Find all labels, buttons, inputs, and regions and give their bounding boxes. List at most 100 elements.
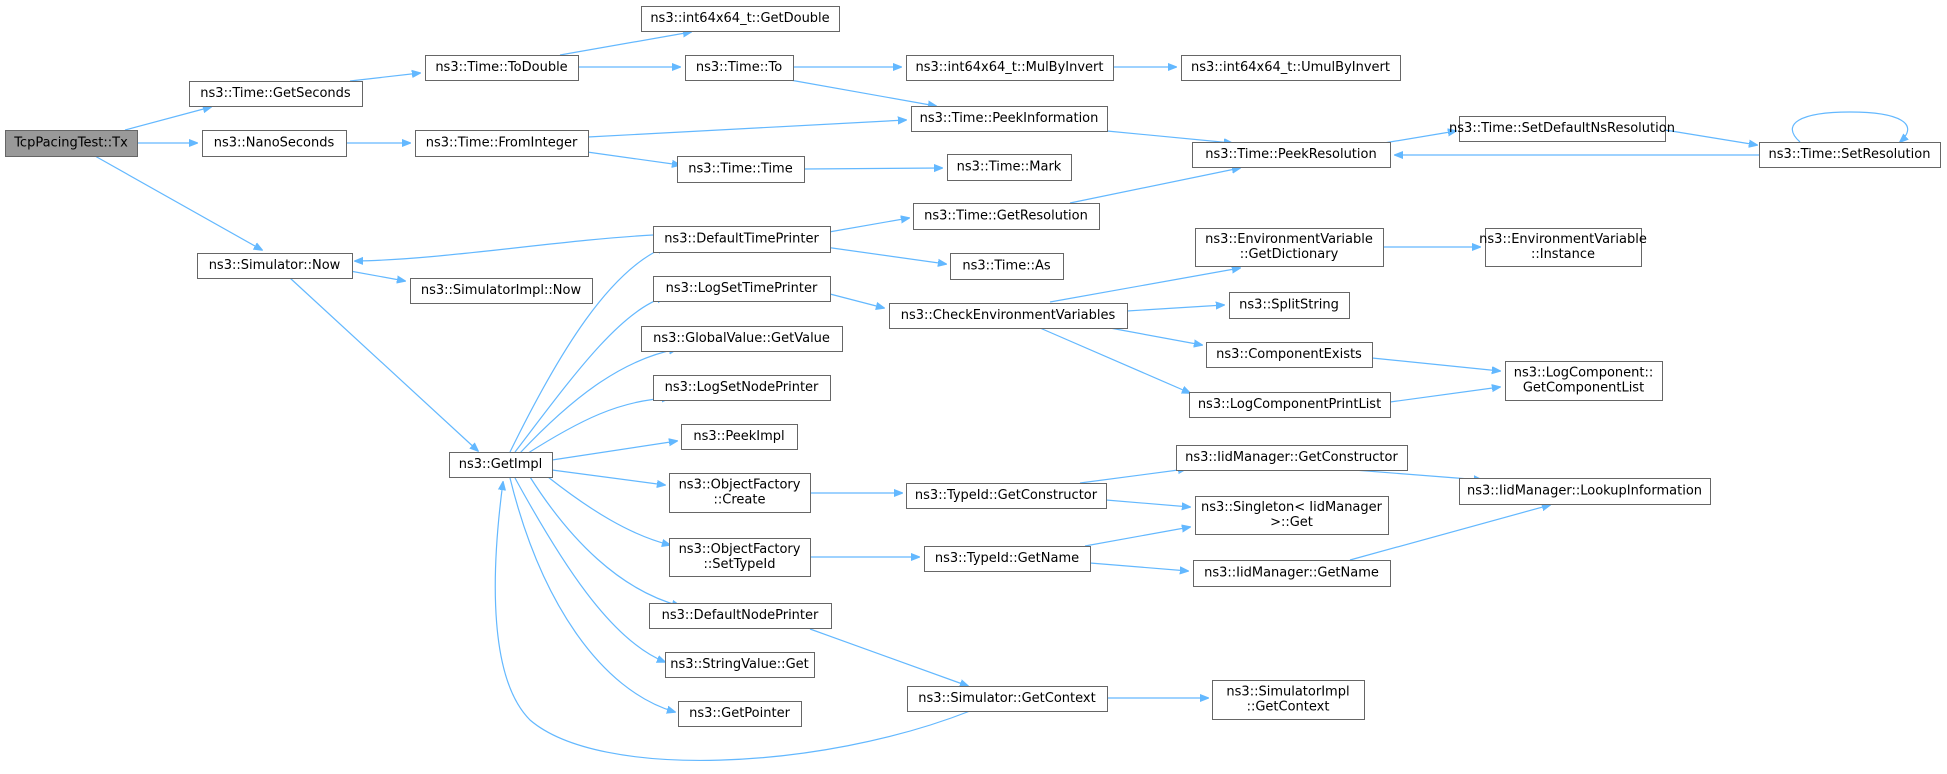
edge-n17-to-n29 xyxy=(519,349,677,454)
edge-n26-to-n28 xyxy=(1371,357,1500,371)
node-box xyxy=(649,603,832,629)
node-ns3-nanoseconds[interactable]: ns3::NanoSeconds xyxy=(202,130,347,157)
node-ns3-simulator-getcontext[interactable]: ns3::Simulator::GetContext xyxy=(907,686,1108,712)
node-ns3-environmentvariable-getdictionary[interactable]: ns3::EnvironmentVariable::GetDictionary xyxy=(1195,228,1384,267)
node-ns3-time-getresolution[interactable]: ns3::Time::GetResolution xyxy=(913,203,1100,230)
node-tcppacingtest-tx[interactable]: TcpPacingTest::Tx xyxy=(5,130,138,157)
node-box xyxy=(1229,292,1350,319)
node-box xyxy=(641,326,843,352)
node-label: ns3::Time::Mark xyxy=(957,160,1062,175)
node-ns3-int64x64-t-umulbyinvert[interactable]: ns3::int64x64_t::UmulByInvert xyxy=(1181,55,1401,81)
node-ns3-logsettimeprinter[interactable]: ns3::LogSetTimePrinter xyxy=(653,276,831,302)
node-box xyxy=(678,701,802,727)
node-ns3-simulatorimpl-now[interactable]: ns3::SimulatorImpl::Now xyxy=(410,278,593,304)
edge-n38-to-n39 xyxy=(1089,562,1188,571)
node-ns3-iidmanager-lookupinformation[interactable]: ns3::IidManager::LookupInformation xyxy=(1459,478,1711,505)
node-ns3-iidmanager-getname[interactable]: ns3::IidManager::GetName xyxy=(1193,560,1391,587)
nodes-layer: TcpPacingTest::Txns3::Time::GetSecondsns… xyxy=(5,6,1941,727)
node-box xyxy=(681,424,798,450)
node-box xyxy=(906,483,1107,509)
node-label: ns3::Time::PeekResolution xyxy=(1205,147,1376,162)
edge-n22-to-n23 xyxy=(1049,268,1240,303)
node-ns3-time-frominteger[interactable]: ns3::Time::FromInteger xyxy=(415,130,589,157)
node-ns3-time-mark[interactable]: ns3::Time::Mark xyxy=(947,154,1072,181)
node-label: ns3::EnvironmentVariable xyxy=(1479,232,1647,247)
node-ns3-componentexists[interactable]: ns3::ComponentExists xyxy=(1206,342,1373,368)
node-label: ns3::GetImpl xyxy=(459,457,543,472)
node-box xyxy=(913,203,1100,230)
node-ns3-int64x64-t-mulbyinvert[interactable]: ns3::int64x64_t::MulByInvert xyxy=(906,55,1114,81)
node-ns3-time-todouble[interactable]: ns3::Time::ToDouble xyxy=(425,55,579,81)
node-ns3-time-time[interactable]: ns3::Time::Time xyxy=(677,156,805,183)
edge-n0-to-n3 xyxy=(94,155,262,250)
node-ns3-simulator-now[interactable]: ns3::Simulator::Now xyxy=(197,253,353,279)
edge-n17-to-n41 xyxy=(514,477,665,662)
edge-n22-to-n25 xyxy=(1126,305,1224,312)
node-box xyxy=(665,652,815,678)
node-ns3-int64x64-t-getdouble[interactable]: ns3::int64x64_t::GetDouble xyxy=(641,6,840,32)
edge-n1-to-n4 xyxy=(349,73,420,82)
node-box xyxy=(1485,228,1642,267)
node-ns3-logcomponentprintlist[interactable]: ns3::LogComponentPrintList xyxy=(1189,392,1391,418)
node-label: ns3::Simulator::Now xyxy=(209,258,341,273)
node-box xyxy=(685,55,794,81)
node-label: ns3::IidManager::GetConstructor xyxy=(1185,450,1398,465)
node-box xyxy=(1192,142,1391,168)
node-ns3-objectfactory-create[interactable]: ns3::ObjectFactory::Create xyxy=(669,473,811,513)
node-label: ns3::StringValue::Get xyxy=(670,657,808,672)
node-ns3-environmentvariable-instance[interactable]: ns3::EnvironmentVariable::Instance xyxy=(1479,228,1647,267)
edges-layer xyxy=(94,32,1908,762)
node-ns3-logcomponent-getcomponentlist[interactable]: ns3::LogComponent::GetComponentList xyxy=(1505,361,1663,401)
node-label: ns3::NanoSeconds xyxy=(214,136,335,151)
node-box xyxy=(1195,496,1389,535)
edge-n17-to-n40 xyxy=(529,476,680,606)
node-ns3-iidmanager-getconstructor[interactable]: ns3::IidManager::GetConstructor xyxy=(1176,445,1408,471)
edge-n15-to-n15 xyxy=(1791,111,1907,142)
node-label: ::Instance xyxy=(1531,247,1595,262)
node-ns3-peekimpl[interactable]: ns3::PeekImpl xyxy=(681,424,798,450)
node-box xyxy=(889,303,1128,329)
node-ns3-time-setdefaultnsresolution[interactable]: ns3::Time::SetDefaultNsResolution xyxy=(1449,116,1675,142)
edge-n17-to-n31 xyxy=(551,441,677,461)
node-ns3-getpointer[interactable]: ns3::GetPointer xyxy=(678,701,802,727)
node-label: ns3::ComponentExists xyxy=(1216,347,1362,362)
node-ns3-time-getseconds[interactable]: ns3::Time::GetSeconds xyxy=(189,81,363,107)
edge-n38-to-n36 xyxy=(1084,527,1190,547)
node-label: ns3::int64x64_t::GetDouble xyxy=(650,11,829,26)
node-ns3-time-to[interactable]: ns3::Time::To xyxy=(685,55,794,81)
node-box xyxy=(1459,116,1666,142)
node-ns3-simulatorimpl-getcontext[interactable]: ns3::SimulatorImpl::GetContext xyxy=(1212,680,1365,720)
node-ns3-objectfactory-settypeid[interactable]: ns3::ObjectFactory::SetTypeId xyxy=(669,538,811,577)
node-ns3-typeid-getconstructor[interactable]: ns3::TypeId::GetConstructor xyxy=(906,483,1107,509)
node-ns3-defaulttimeprinter[interactable]: ns3::DefaultTimePrinter xyxy=(653,226,831,253)
node-ns3-defaultnodeprinter[interactable]: ns3::DefaultNodePrinter xyxy=(649,603,832,629)
edge-n17-to-n21 xyxy=(514,297,665,453)
node-label: ns3::IidManager::GetName xyxy=(1204,566,1379,581)
node-box xyxy=(1176,445,1408,471)
node-ns3-splitstring[interactable]: ns3::SplitString xyxy=(1229,292,1350,319)
node-ns3-stringvalue-get[interactable]: ns3::StringValue::Get xyxy=(665,652,815,678)
node-box xyxy=(677,156,805,183)
node-ns3-checkenvironmentvariables[interactable]: ns3::CheckEnvironmentVariables xyxy=(889,303,1128,329)
node-ns3-logsetnodeprinter[interactable]: ns3::LogSetNodePrinter xyxy=(653,375,831,401)
node-ns3-time-setresolution[interactable]: ns3::Time::SetResolution xyxy=(1759,142,1941,168)
node-label: ns3::Time::FromInteger xyxy=(426,136,578,151)
node-label: ns3::LogSetTimePrinter xyxy=(666,281,818,296)
node-ns3-getimpl[interactable]: ns3::GetImpl xyxy=(449,452,553,478)
node-ns3-time-peekinformation[interactable]: ns3::Time::PeekInformation xyxy=(911,106,1108,132)
node-ns3-time-peekresolution[interactable]: ns3::Time::PeekResolution xyxy=(1192,142,1391,168)
node-label: ns3::TypeId::GetName xyxy=(935,551,1079,566)
edge-n13-to-n14 xyxy=(1377,131,1456,145)
node-label: ns3::DefaultTimePrinter xyxy=(664,232,819,247)
node-ns3-time-as[interactable]: ns3::Time::As xyxy=(950,253,1064,280)
node-box xyxy=(641,6,840,32)
node-box xyxy=(1181,55,1401,81)
node-ns3-singleton-iidmanager-get[interactable]: ns3::Singleton< IidManager >::Get xyxy=(1195,496,1389,535)
node-ns3-globalvalue-getvalue[interactable]: ns3::GlobalValue::GetValue xyxy=(641,326,843,352)
edge-n39-to-n35 xyxy=(1349,505,1550,561)
node-label: >::Get xyxy=(1270,515,1313,530)
node-box xyxy=(669,473,811,513)
node-label: ns3::SplitString xyxy=(1239,298,1339,313)
node-label: ns3::int64x64_t::MulByInvert xyxy=(915,60,1103,75)
node-ns3-typeid-getname[interactable]: ns3::TypeId::GetName xyxy=(924,546,1091,572)
